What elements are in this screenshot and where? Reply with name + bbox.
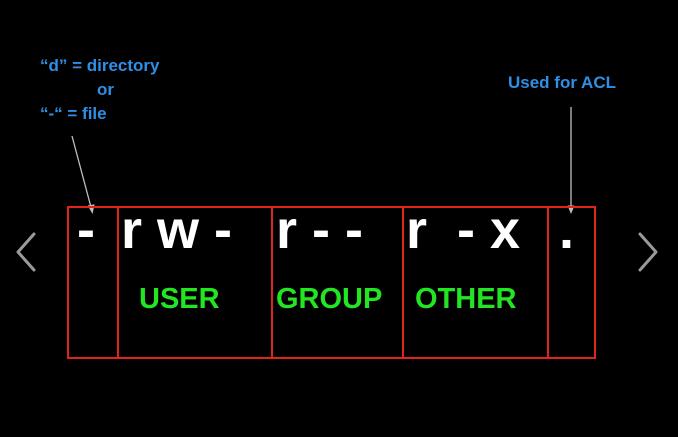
type-annotation-directory: “d” = directory (40, 56, 160, 75)
type-pointer-arrow (71, 135, 93, 212)
next-slide-button[interactable] (636, 232, 660, 272)
other-label: OTHER (415, 283, 517, 315)
chevron-left-icon (16, 232, 36, 272)
type-annotation-file: “-“ = file (40, 104, 107, 123)
type-char: - (77, 200, 95, 260)
acl-annotation: Used for ACL (508, 73, 616, 92)
user-permissions: r w - (121, 200, 233, 260)
acl-char: . (559, 200, 575, 260)
other-permissions: r - x (406, 200, 521, 260)
group-label: GROUP (276, 283, 383, 315)
acl-box (547, 206, 596, 359)
type-annotation-or: or (97, 80, 114, 99)
user-label: USER (139, 283, 220, 315)
group-permissions: r - - (276, 200, 363, 260)
chevron-right-icon (638, 232, 658, 272)
prev-slide-button[interactable] (14, 232, 38, 272)
